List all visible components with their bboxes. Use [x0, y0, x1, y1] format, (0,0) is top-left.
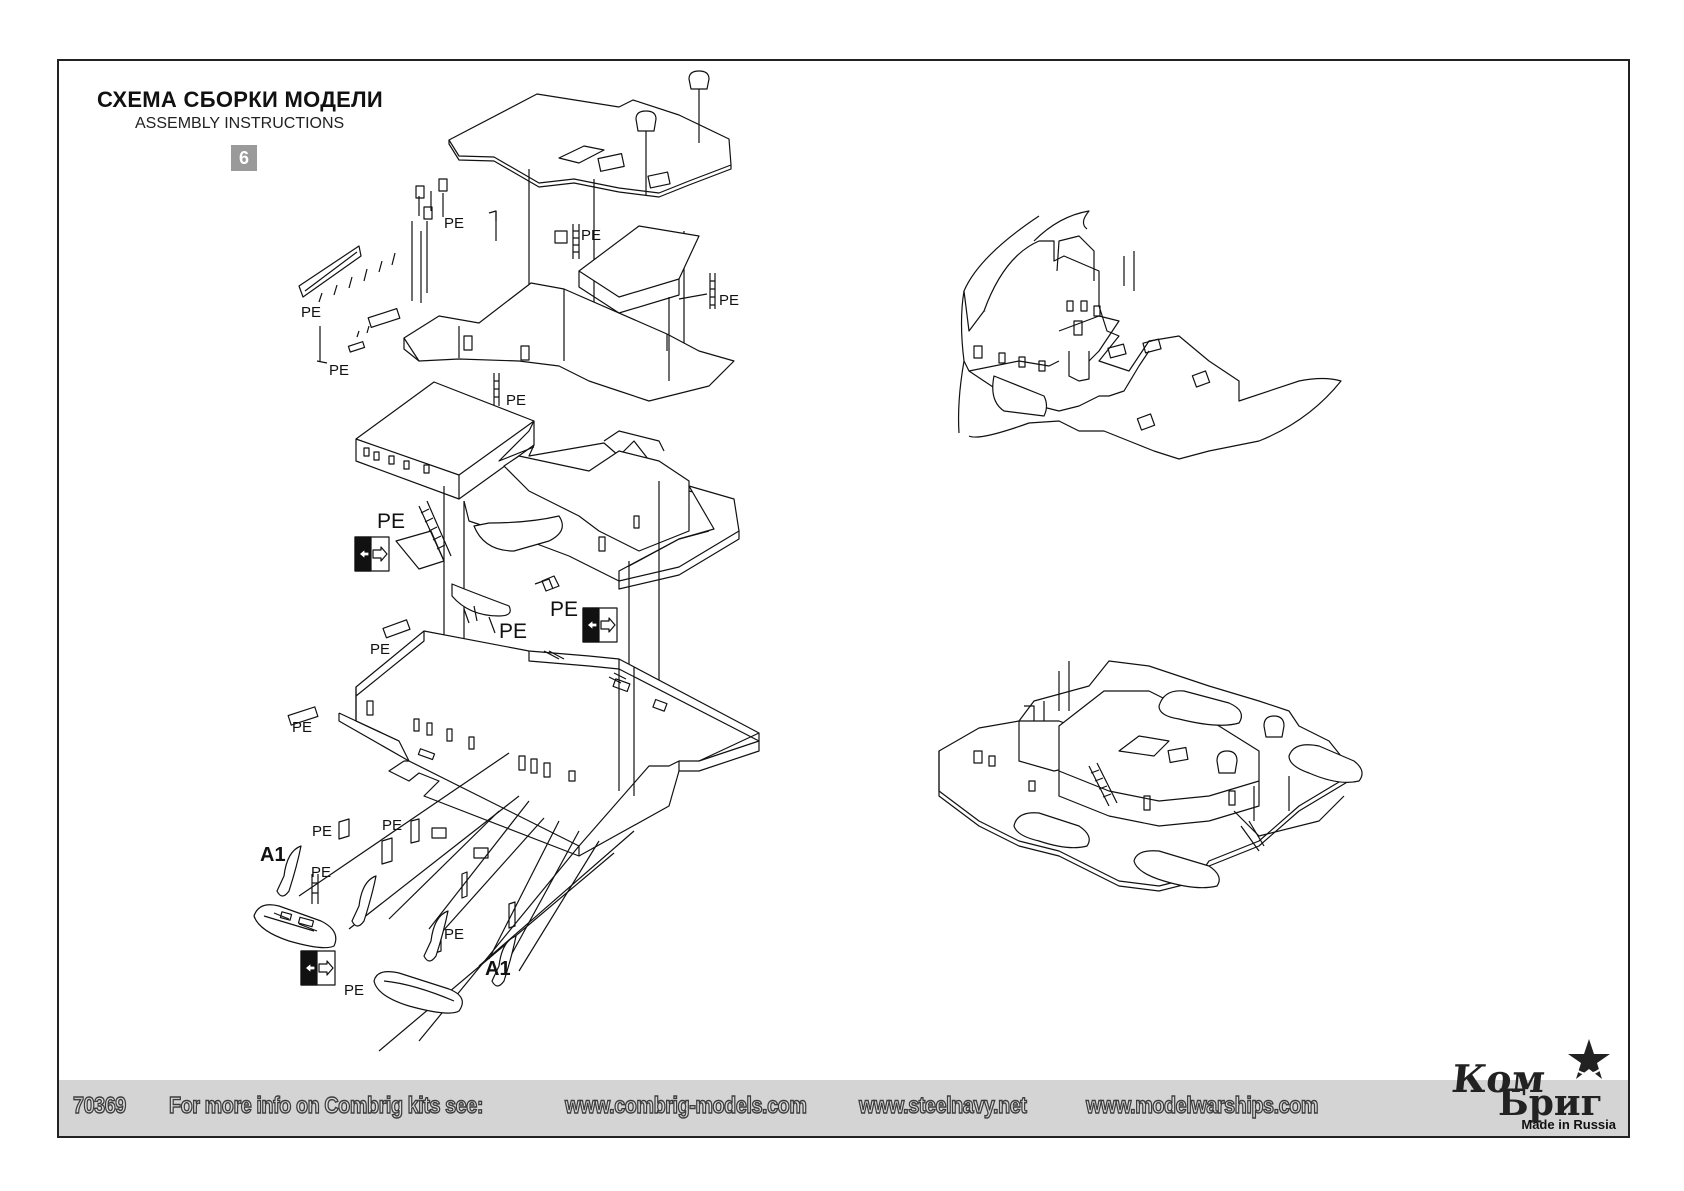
- pe-label: PE: [292, 719, 312, 736]
- url-combrig[interactable]: www.combrig-models.com: [564, 1091, 807, 1118]
- pe-label: PE: [506, 392, 526, 409]
- pe-label: PE: [311, 864, 331, 881]
- inclined-ladder: [395, 500, 452, 570]
- rear-deck-panel: [603, 430, 740, 590]
- pe-label: PE: [301, 304, 321, 321]
- pe-label: PE: [377, 510, 405, 533]
- pe-label: PE: [581, 227, 601, 244]
- pe-ladders: [493, 224, 716, 406]
- pe-label: PE: [499, 620, 527, 643]
- orientation-marker: [300, 536, 618, 986]
- main-deck: [338, 630, 760, 857]
- assembly-drawing: PE PE PE PE PE PE PE PE PE PE PE PE PE P…: [253, 70, 1363, 1052]
- pe-label: PE: [550, 598, 578, 621]
- pe-rail-parts: [298, 178, 497, 364]
- instruction-sheet: PE PE PE PE PE PE PE PE PE PE PE PE PE P…: [57, 59, 1630, 1138]
- title-russian: СХЕМА СБОРКИ МОДЕЛИ: [97, 87, 384, 112]
- lifeboats: [253, 904, 463, 1014]
- pe-label: PE: [444, 215, 464, 232]
- pe-label: PE: [719, 292, 739, 309]
- funnel-caps: [635, 70, 710, 195]
- star-icon: [1568, 1039, 1610, 1079]
- logo-line2: Бриг: [1498, 1082, 1603, 1124]
- assembled-view-top: [957, 210, 1342, 460]
- pe-label: PE: [329, 362, 349, 379]
- pe-label: PE: [370, 641, 390, 658]
- url-steelnavy[interactable]: www.steelnavy.net: [858, 1091, 1027, 1118]
- pe-label: PE: [382, 817, 402, 834]
- assembled-view-bottom: [938, 660, 1363, 892]
- a1-label: A1: [485, 958, 511, 980]
- kit-number: 70369: [72, 1091, 127, 1118]
- a1-label: A1: [260, 844, 286, 866]
- pe-label: PE: [344, 982, 364, 999]
- title-english: ASSEMBLY INSTRUCTIONS: [135, 115, 345, 132]
- step-number-badge: 6: [231, 145, 257, 171]
- part-callouts: PE PE PE PE PE PE PE PE PE PE PE PE PE P…: [260, 215, 739, 999]
- combrig-logo: Ком Бриг Made in Russia: [1450, 1036, 1620, 1132]
- bridge-level: [367, 282, 735, 402]
- pe-label: PE: [444, 926, 464, 943]
- bridge-wedge: [578, 225, 700, 314]
- upper-deck-plate: [448, 93, 732, 198]
- made-in-label: Made in Russia: [1521, 1117, 1616, 1132]
- info-text: For more info on Combrig kits see:: [168, 1091, 484, 1118]
- footer-band: 70369 For more info on Combrig kits see:…: [59, 1080, 1628, 1136]
- boat-davits: [276, 845, 517, 987]
- pe-label: PE: [312, 823, 332, 840]
- url-modelwarships[interactable]: www.modelwarships.com: [1085, 1091, 1319, 1118]
- middle-deckhouse: [355, 381, 740, 582]
